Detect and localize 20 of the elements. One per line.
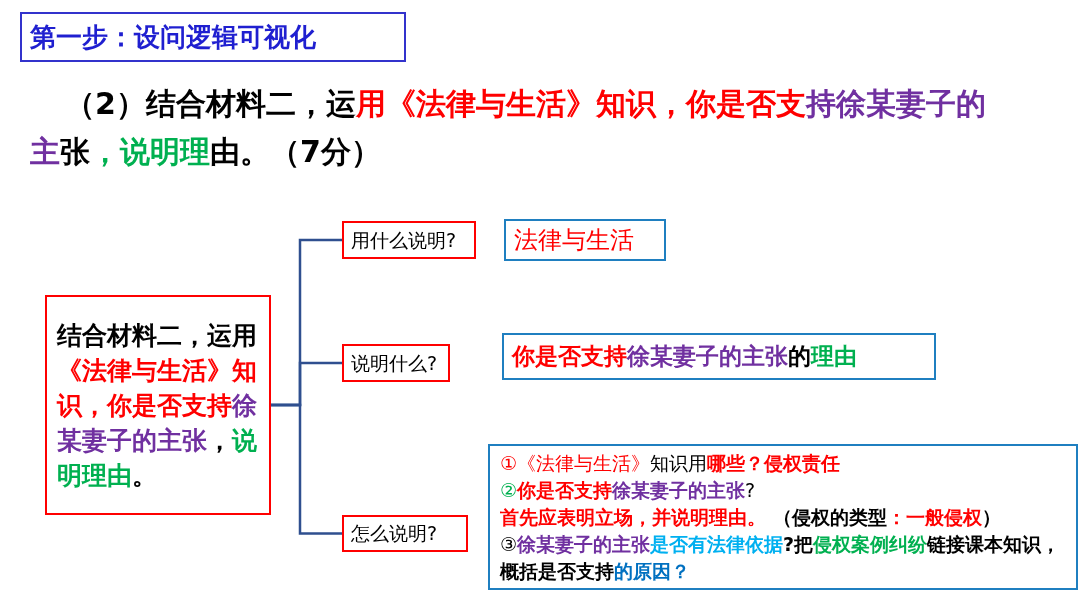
question-box: [342, 221, 476, 259]
answer-line: 首先应表明立场，并说明理由。 （侵权的类型：一般侵权）: [500, 504, 1002, 530]
brace-line: [271, 403, 342, 535]
answer-line: ③徐某妻子的主张是否有法律依据?把侵权案例纠纷链接课本知识，概括是否支持的原因？: [500, 531, 1062, 584]
answer-line: ①《法律与生活》知识用哪些？侵权责任: [500, 450, 842, 476]
answer-box: [504, 219, 666, 261]
answer-line: ②你是否支持徐某妻子的主张?: [500, 477, 757, 503]
box-text: 法律与生活: [514, 225, 634, 256]
box-text: 说明什么?: [351, 350, 438, 376]
answer-box: [502, 333, 936, 380]
box-text: 用什么说明?: [351, 227, 457, 253]
question-text: （2）结合材料二，运用《法律与生活》知识，你是否支持徐某妻子的主张，说明理由。（7分）: [30, 85, 987, 171]
question-box: [342, 344, 450, 382]
box-text: 结合材料二，运用《法律与生活》知识，你是否支持徐某妻子的主张，说明理由。: [57, 319, 258, 492]
title-box: 第一步：设问逻辑可视化: [20, 12, 406, 62]
answer-box: [488, 444, 1078, 590]
question-box: [342, 515, 468, 552]
box-text: 你是否支持徐某妻子的主张的理由: [512, 342, 857, 372]
question-box: [45, 295, 271, 515]
box-text: 怎么说明?: [351, 521, 438, 547]
